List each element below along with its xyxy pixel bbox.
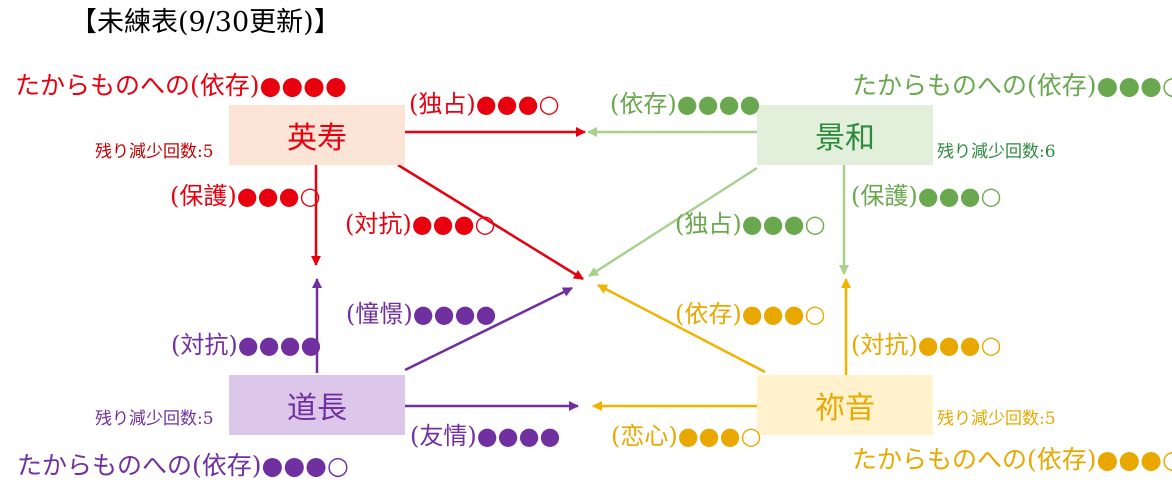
relation-label-neon-to-hidetoshi: (依存)●●●○ — [675, 300, 826, 328]
decrease-count-neon: 残り減少回数:5 — [937, 409, 1056, 429]
arrow-hidetoshi-to-neon — [397, 163, 584, 281]
arrow-neon-to-hidetoshi — [597, 283, 766, 374]
decrease-count-keiwa: 残り減少回数:6 — [937, 142, 1056, 162]
treasure-label-michinaga: たからものへの(依存)●●●○ — [17, 451, 349, 480]
character-box-keiwa: 景和 — [757, 105, 933, 165]
character-box-neon: 祢音 — [757, 375, 933, 435]
relation-label-hidetoshi-to-michinaga: (保護)●●●○ — [170, 182, 321, 210]
relation-label-neon-to-michinaga: (恋心)●●●○ — [611, 422, 762, 450]
relation-label-michinaga-to-keiwa: (憧憬)●●●● — [346, 300, 497, 328]
relation-label-neon-to-keiwa: (対抗)●●●○ — [851, 331, 1002, 359]
character-name: 祢音 — [815, 391, 875, 426]
treasure-label-neon: たからものへの(依存)●●●○ — [852, 445, 1172, 474]
character-box-michinaga: 道長 — [229, 375, 405, 435]
page-title: 【未練表(9/30更新)】 — [70, 7, 341, 38]
relation-label-keiwa-to-hidetoshi: (依存)●●●● — [610, 90, 761, 118]
arrow-keiwa-to-michinaga — [588, 166, 758, 278]
relation-label-michinaga-to-hidetoshi: (対抗)●●●● — [171, 331, 322, 359]
arrow-michinaga-to-keiwa — [404, 286, 573, 372]
character-name: 景和 — [815, 121, 875, 156]
treasure-label-keiwa: たからものへの(依存)●●●○ — [852, 71, 1172, 100]
character-name: 英寿 — [287, 121, 347, 156]
character-box-hidetoshi: 英寿 — [229, 105, 405, 165]
relation-label-keiwa-to-neon: (保護)●●●○ — [851, 182, 1002, 210]
relation-label-keiwa-to-michinaga: (独占)●●●○ — [675, 210, 826, 238]
relation-label-hidetoshi-to-keiwa: (独占)●●●○ — [409, 90, 560, 118]
decrease-count-michinaga: 残り減少回数:5 — [95, 409, 214, 429]
treasure-label-hidetoshi: たからものへの(依存)●●●● — [15, 71, 347, 100]
relation-label-michinaga-to-neon: (友情)●●●● — [410, 422, 561, 450]
decrease-count-hidetoshi: 残り減少回数:5 — [95, 142, 214, 162]
character-name: 道長 — [287, 391, 347, 426]
relation-label-hidetoshi-to-neon: (対抗)●●●○ — [345, 210, 496, 238]
